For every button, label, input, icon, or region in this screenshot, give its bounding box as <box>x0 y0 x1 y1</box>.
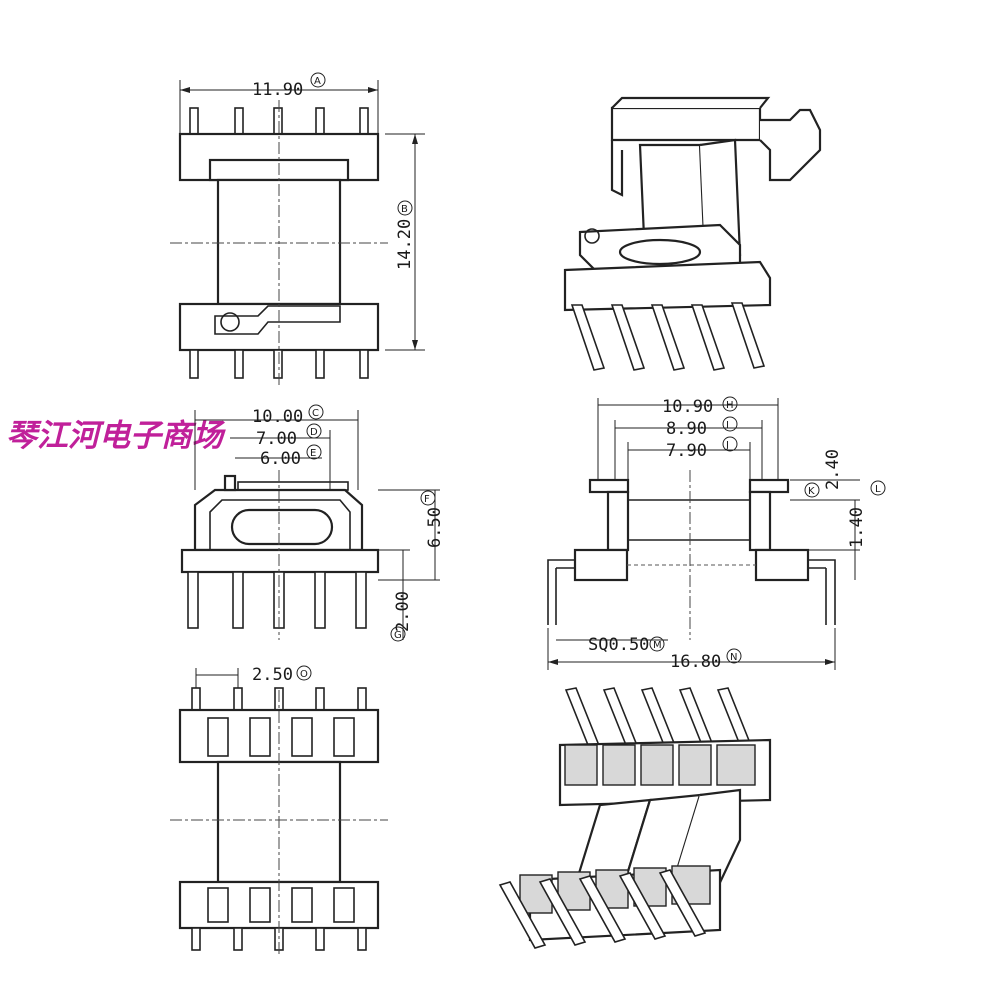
dim-width-tag: A <box>314 76 321 87</box>
shop-watermark: 琴江河电子商场 <box>6 418 226 454</box>
dim-width-value: 11.90 <box>252 80 303 100</box>
dim-e-value: 6.00 <box>260 449 301 469</box>
dim-j-tag: J <box>725 440 729 451</box>
bottom-view: 2.50 O <box>170 665 388 955</box>
dim-j-value: 7.90 <box>666 441 707 461</box>
dim-g-tag: G <box>394 630 402 641</box>
isometric-top-pins <box>570 302 766 371</box>
isometric-bottom <box>498 687 772 949</box>
dim-c-value: 10.00 <box>252 407 303 427</box>
dim-height-tag: B <box>401 204 408 215</box>
dim-d-value: 7.00 <box>256 429 297 449</box>
dim-i-tag: I <box>726 420 729 431</box>
dim-g-value: 2.00 <box>393 591 413 632</box>
dim-m-value: SQ0.50 <box>588 635 649 655</box>
dim-n-tag: N <box>730 652 737 663</box>
isometric-bottom-lower-pins <box>498 869 707 949</box>
dim-d-tag: D <box>310 427 318 438</box>
dim-pitch-value: 2.50 <box>252 665 293 685</box>
dim-n-value: 16.80 <box>670 652 721 672</box>
dim-pitch-tag: O <box>300 669 308 680</box>
dim-c-tag: C <box>312 408 319 419</box>
top-view: 11.90 A B 14.20 <box>170 72 425 385</box>
dim-l-tag: L <box>875 484 881 495</box>
dim-k-tag: K <box>808 486 815 497</box>
isometric-top <box>563 96 822 371</box>
dim-height-value: 14.20 <box>395 219 415 270</box>
dim-h-value: 10.90 <box>662 397 713 417</box>
front-view: 10.00 C 7.00 D 6.00 E 6.50 F <box>180 404 445 642</box>
dim-e-tag: E <box>310 448 316 459</box>
dim-l-value: 1.40 <box>847 507 867 548</box>
dim-f-value: 6.50 <box>425 507 445 548</box>
dim-h-tag: H <box>726 400 734 411</box>
dim-k-value: 2.40 <box>823 449 843 490</box>
dim-i-value: 8.90 <box>666 419 707 439</box>
side-view: 10.90 H 8.90 I 7.90 J 2.40 K <box>547 396 886 672</box>
dim-f-tag: F <box>424 494 430 505</box>
dim-m-tag: M <box>653 640 662 651</box>
